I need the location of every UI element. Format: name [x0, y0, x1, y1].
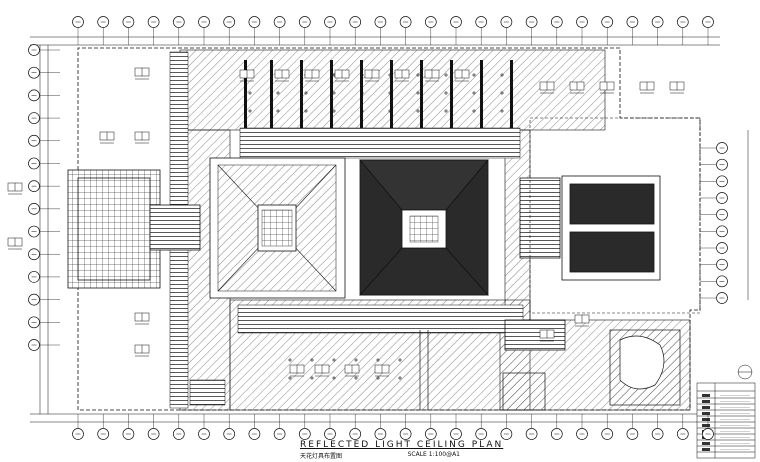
legend-table	[696, 364, 756, 459]
fixture-callouts	[7, 67, 685, 377]
central-right-room	[359, 159, 489, 296]
drawing-subtitle-row: 天花灯具布置图 SCALE 1:100@A1	[300, 451, 460, 460]
dimension-lines	[30, 36, 749, 423]
grid-bubbles-left	[28, 44, 60, 351]
legend-symbol	[702, 412, 710, 415]
legend-symbol	[702, 424, 710, 427]
legend-symbol	[702, 400, 710, 403]
central-left-room	[209, 157, 346, 299]
top-beam-band	[237, 127, 524, 334]
grid-bubbles-top	[72, 16, 714, 45]
scale-value: 1:100@A1	[428, 451, 460, 458]
column-strips	[244, 60, 513, 128]
legend-symbol	[702, 394, 710, 397]
scale-label: SCALE	[407, 451, 427, 458]
drawing-title-block: REFLECTED LIGHT CEILING PLAN 天花灯具布置图 SCA…	[300, 440, 504, 460]
legend-symbol	[702, 442, 710, 445]
left-grid-room	[67, 169, 201, 289]
bottom-right-room	[419, 329, 681, 411]
drawing-title: REFLECTED LIGHT CEILING PLAN	[300, 440, 504, 450]
grid-bubbles-bottom	[72, 414, 714, 440]
right-dashed-enclosure	[529, 117, 701, 314]
legend-symbol	[702, 418, 710, 421]
legend-symbol	[702, 448, 710, 451]
legend-symbol	[702, 406, 710, 409]
grid-bubbles-right	[700, 142, 728, 304]
right-room-panels	[504, 175, 661, 351]
drawing-subtitle-cn: 天花灯具布置图	[300, 453, 343, 460]
